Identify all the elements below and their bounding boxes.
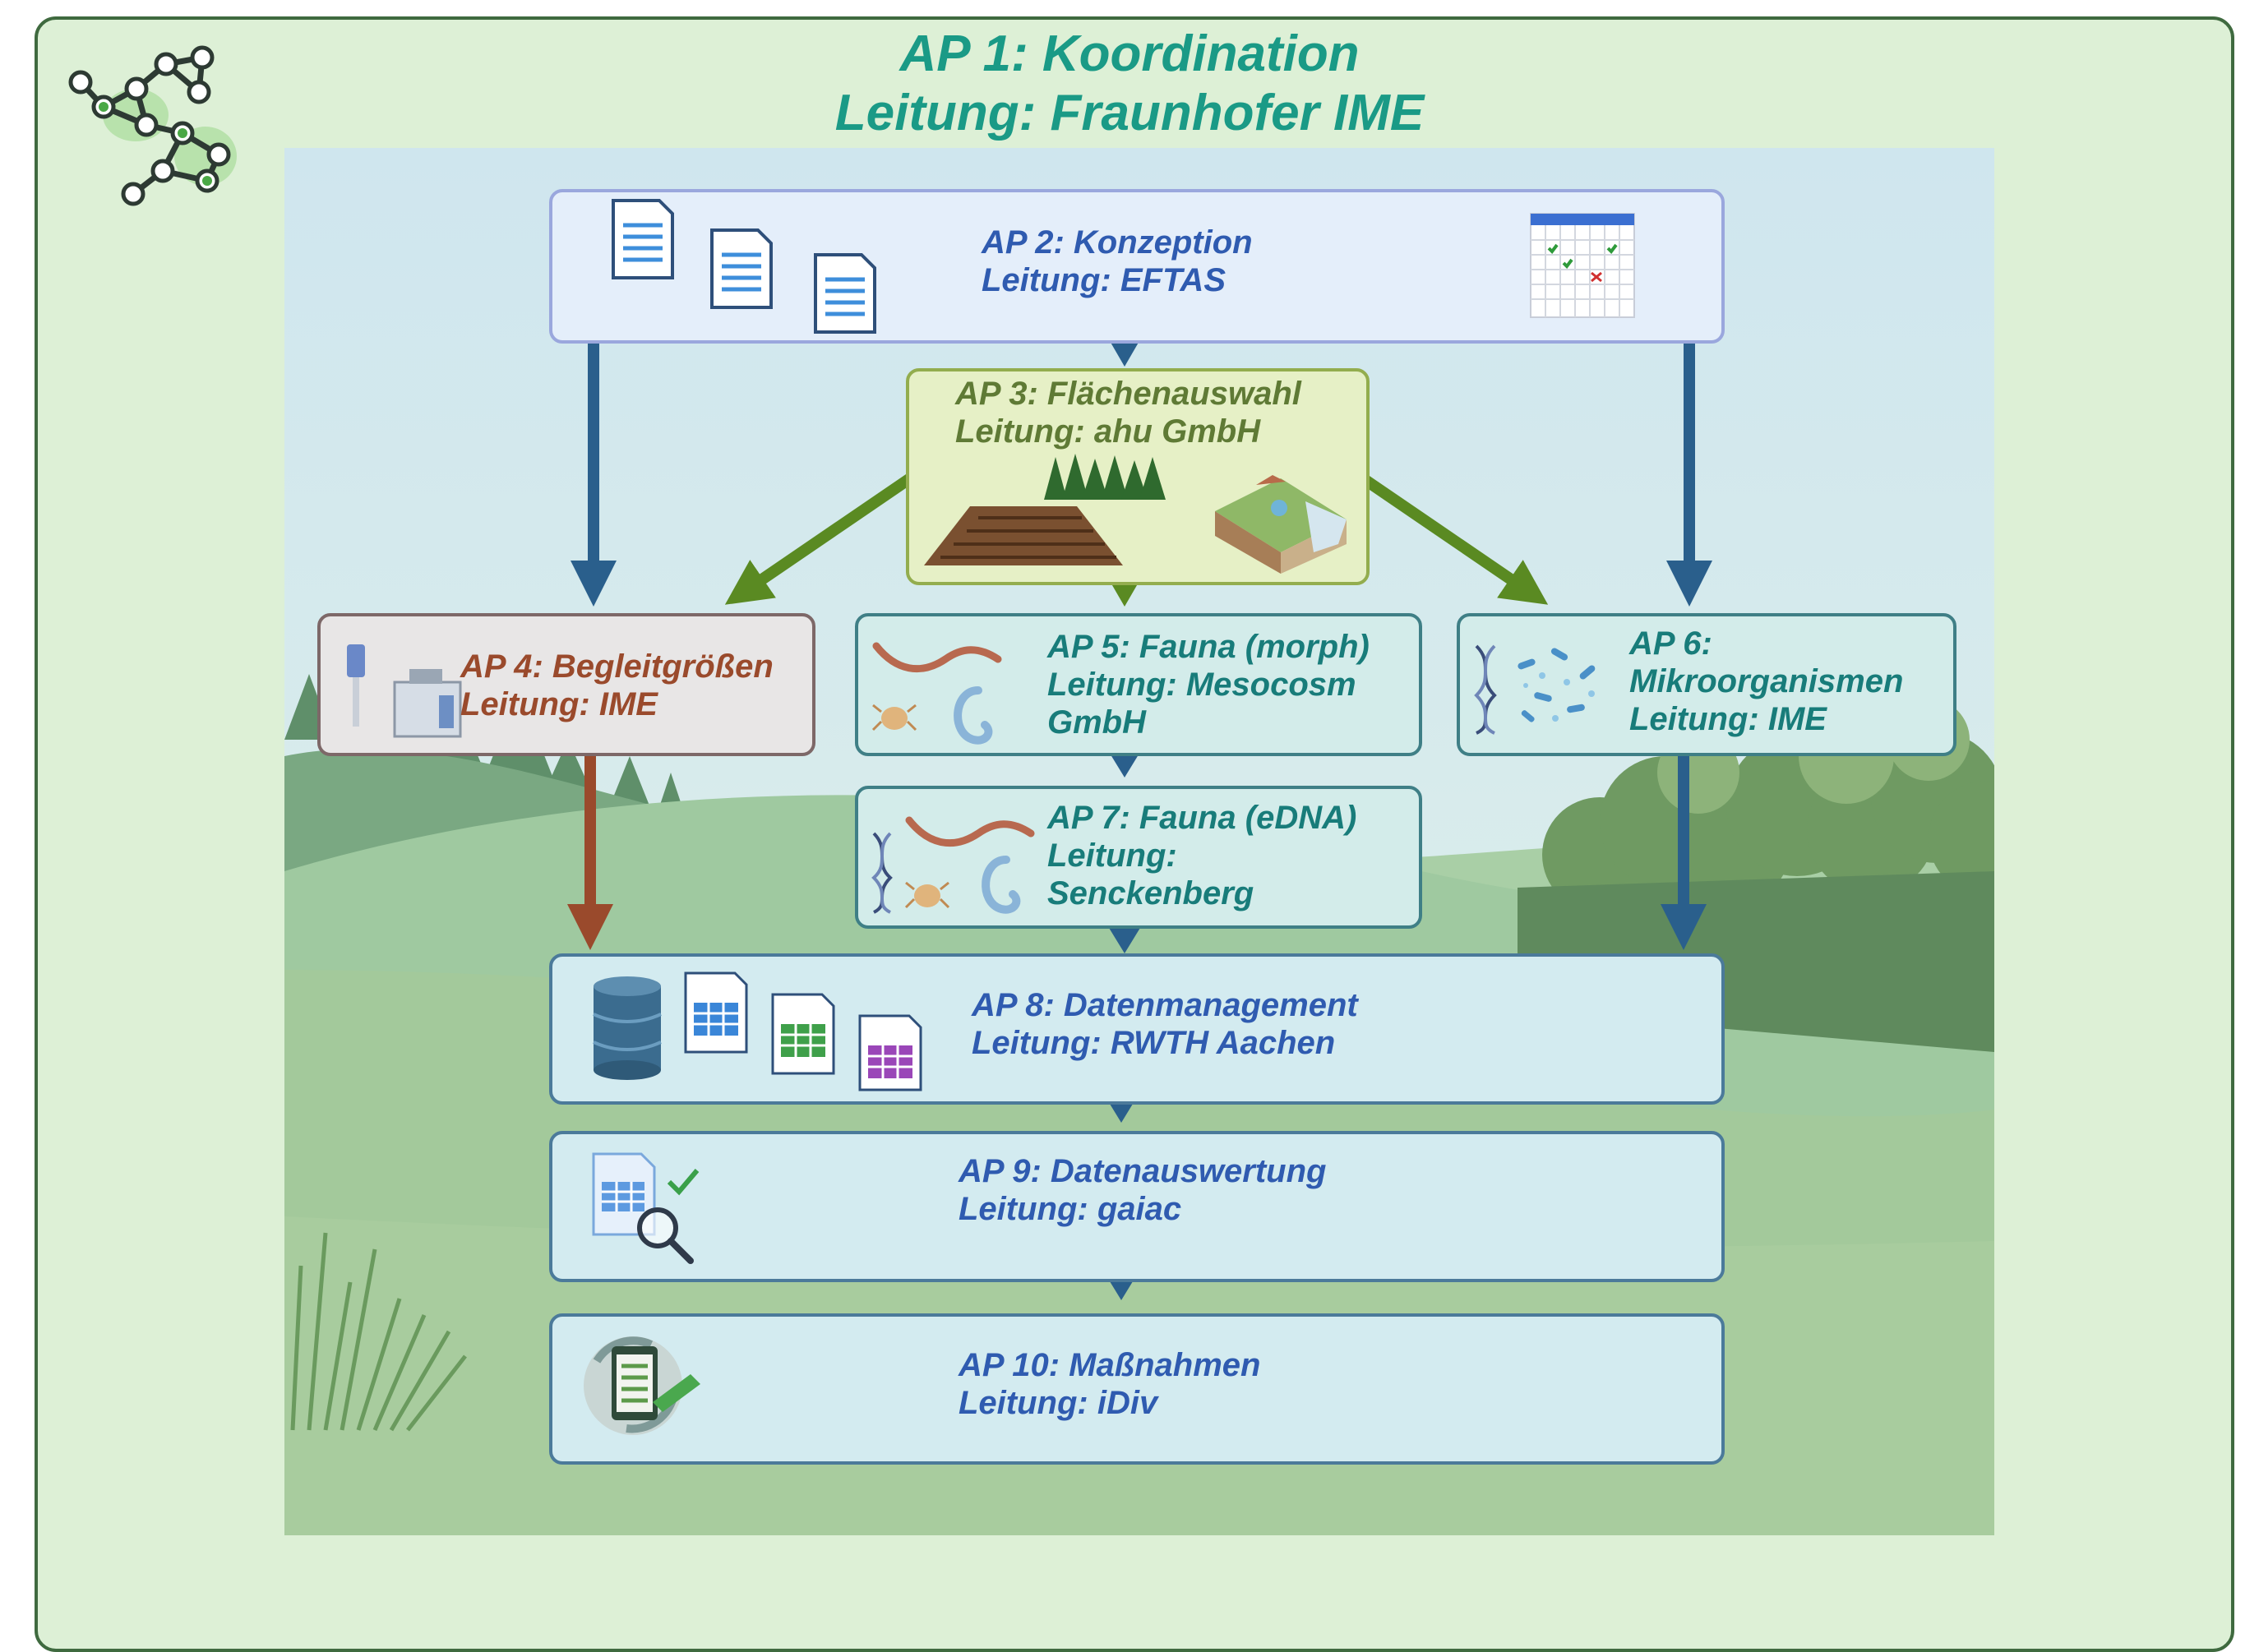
field-icon bbox=[924, 506, 1123, 565]
ap5-lead-cont: GmbH bbox=[1047, 704, 1146, 741]
database-icon bbox=[593, 976, 662, 1080]
springtail-icon bbox=[954, 686, 993, 745]
ap6-box: AP 6: Mikroorganismen Leitung: IME bbox=[1457, 613, 1956, 756]
ap8-lead: Leitung: RWTH Aachen bbox=[972, 1025, 1336, 1061]
ap6-lead-cont: Leitung: IME bbox=[1629, 701, 1827, 737]
ap6-lead: Mikroorganismen bbox=[1629, 663, 1904, 699]
ap2-lead: Leitung: EFTAS bbox=[982, 262, 1226, 298]
ap7-label: AP 7: Fauna (eDNA) Leitung: Senckenberg bbox=[1047, 799, 1356, 912]
ap9-lead: Leitung: gaiac bbox=[959, 1191, 1182, 1227]
ap3-box: AP 3: Flächenauswahl Leitung: ahu GmbH bbox=[906, 368, 1370, 585]
ap8-name: AP 8: Datenmanagement bbox=[972, 987, 1358, 1023]
springtail-icon bbox=[982, 856, 1021, 914]
ap5-box: AP 5: Fauna (morph) Leitung: Mesocosm Gm… bbox=[855, 613, 1422, 756]
title-line-2: Leitung: Fraunhofer IME bbox=[834, 85, 1425, 141]
ap4-lead: Leitung: IME bbox=[460, 686, 658, 722]
ap7-lead: Leitung: bbox=[1047, 838, 1177, 874]
ap10-lead: Leitung: iDiv bbox=[959, 1385, 1158, 1421]
ap2-name: AP 2: Konzeption bbox=[982, 224, 1253, 261]
measures-tablet-icon bbox=[584, 1336, 700, 1435]
ap4-name: AP 4: Begleitgrößen bbox=[460, 648, 774, 685]
ap7-lead-cont: Senckenberg bbox=[1047, 875, 1254, 911]
ap5-label: AP 5: Fauna (morph) Leitung: Mesocosm Gm… bbox=[1047, 628, 1370, 741]
ap9-box: AP 9: Datenauswertung Leitung: gaiac bbox=[549, 1131, 1725, 1282]
ap7-box: AP 7: Fauna (eDNA) Leitung: Senckenberg bbox=[855, 786, 1422, 929]
ap3-label: AP 3: Flächenauswahl Leitung: ahu GmbH bbox=[955, 375, 1301, 450]
earthworm-icon bbox=[872, 642, 1002, 673]
ap10-box: AP 10: Maßnahmen Leitung: iDiv bbox=[549, 1313, 1725, 1465]
ap9-name: AP 9: Datenauswertung bbox=[959, 1153, 1327, 1189]
bacteria-icon bbox=[1518, 648, 1596, 722]
calendar-icon bbox=[1530, 213, 1635, 318]
ap2-box: AP 2: Konzeption Leitung: EFTAS bbox=[549, 189, 1725, 344]
ap6-name: AP 6: bbox=[1629, 625, 1712, 662]
dna-icon bbox=[1474, 644, 1497, 735]
ap9-label: AP 9: Datenauswertung Leitung: gaiac bbox=[959, 1152, 1326, 1228]
ap5-name: AP 5: Fauna (morph) bbox=[1047, 629, 1370, 665]
measurement-device-icon bbox=[347, 644, 462, 738]
ap7-name: AP 7: Fauna (eDNA) bbox=[1047, 800, 1357, 836]
ap6-label: AP 6: Mikroorganismen Leitung: IME bbox=[1629, 625, 1903, 738]
ap10-label: AP 10: Maßnahmen Leitung: iDiv bbox=[959, 1346, 1260, 1422]
arrow-ap3-ap4 bbox=[724, 472, 916, 605]
ap2-label: AP 2: Konzeption Leitung: EFTAS bbox=[982, 224, 1253, 299]
dna-icon bbox=[871, 832, 893, 914]
mite-icon bbox=[871, 704, 917, 731]
document-icon bbox=[612, 199, 876, 334]
arrow-ap7-ap8 bbox=[1106, 924, 1143, 953]
spreadsheet-icon bbox=[684, 971, 922, 1091]
forest-icon bbox=[1044, 454, 1166, 500]
ap4-label: AP 4: Begleitgrößen Leitung: IME bbox=[460, 648, 774, 723]
page-title: AP 1: Koordination Leitung: Fraunhofer I… bbox=[0, 25, 2259, 143]
earthworm-icon bbox=[905, 816, 1035, 847]
network-icon bbox=[68, 45, 237, 206]
ap3-lead: Leitung: ahu GmbH bbox=[955, 413, 1261, 450]
arrow-ap3-ap6 bbox=[1357, 472, 1549, 605]
terrain-icon bbox=[1215, 475, 1347, 574]
ap3-name: AP 3: Flächenauswahl bbox=[955, 376, 1301, 412]
ap4-box: AP 4: Begleitgrößen Leitung: IME bbox=[317, 613, 815, 756]
ap8-box: AP 8: Datenmanagement Leitung: RWTH Aach… bbox=[549, 953, 1725, 1105]
ap5-lead: Leitung: Mesocosm bbox=[1047, 667, 1356, 703]
title-line-1: AP 1: Koordination bbox=[899, 25, 1360, 82]
data-analysis-icon bbox=[592, 1152, 700, 1264]
mite-icon bbox=[904, 881, 950, 909]
ap10-name: AP 10: Maßnahmen bbox=[959, 1347, 1261, 1383]
ap8-label: AP 8: Datenmanagement Leitung: RWTH Aach… bbox=[972, 986, 1358, 1062]
